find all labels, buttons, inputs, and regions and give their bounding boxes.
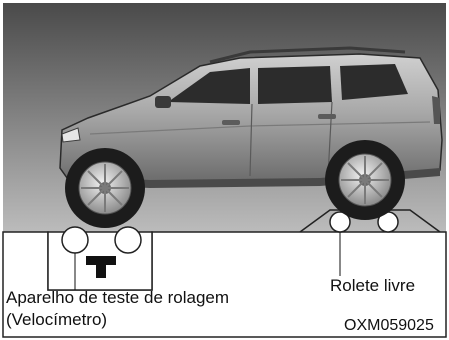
roller-tester-label: Aparelho de teste de rolagem bbox=[6, 288, 230, 307]
tester-roller-front bbox=[61, 226, 89, 254]
body-crease bbox=[89, 121, 431, 135]
figure-code: OXM059025 bbox=[344, 317, 434, 334]
middle-window bbox=[258, 66, 332, 104]
front-wheel bbox=[65, 148, 145, 228]
tail-light bbox=[432, 96, 440, 124]
front-window bbox=[168, 68, 250, 104]
free-roller-label: Rolete livre bbox=[330, 276, 416, 295]
headlight bbox=[61, 127, 81, 143]
rear-window bbox=[340, 64, 408, 100]
tester-roller-rear bbox=[114, 226, 142, 254]
roof-rail bbox=[209, 46, 406, 64]
door-handle-front bbox=[222, 120, 240, 125]
door-handle-rear bbox=[318, 114, 336, 119]
rear-wheel bbox=[325, 140, 405, 220]
side-mirror bbox=[155, 96, 171, 108]
speedometer-label: (Velocímetro) bbox=[6, 310, 108, 329]
t-block-icon bbox=[86, 256, 116, 278]
